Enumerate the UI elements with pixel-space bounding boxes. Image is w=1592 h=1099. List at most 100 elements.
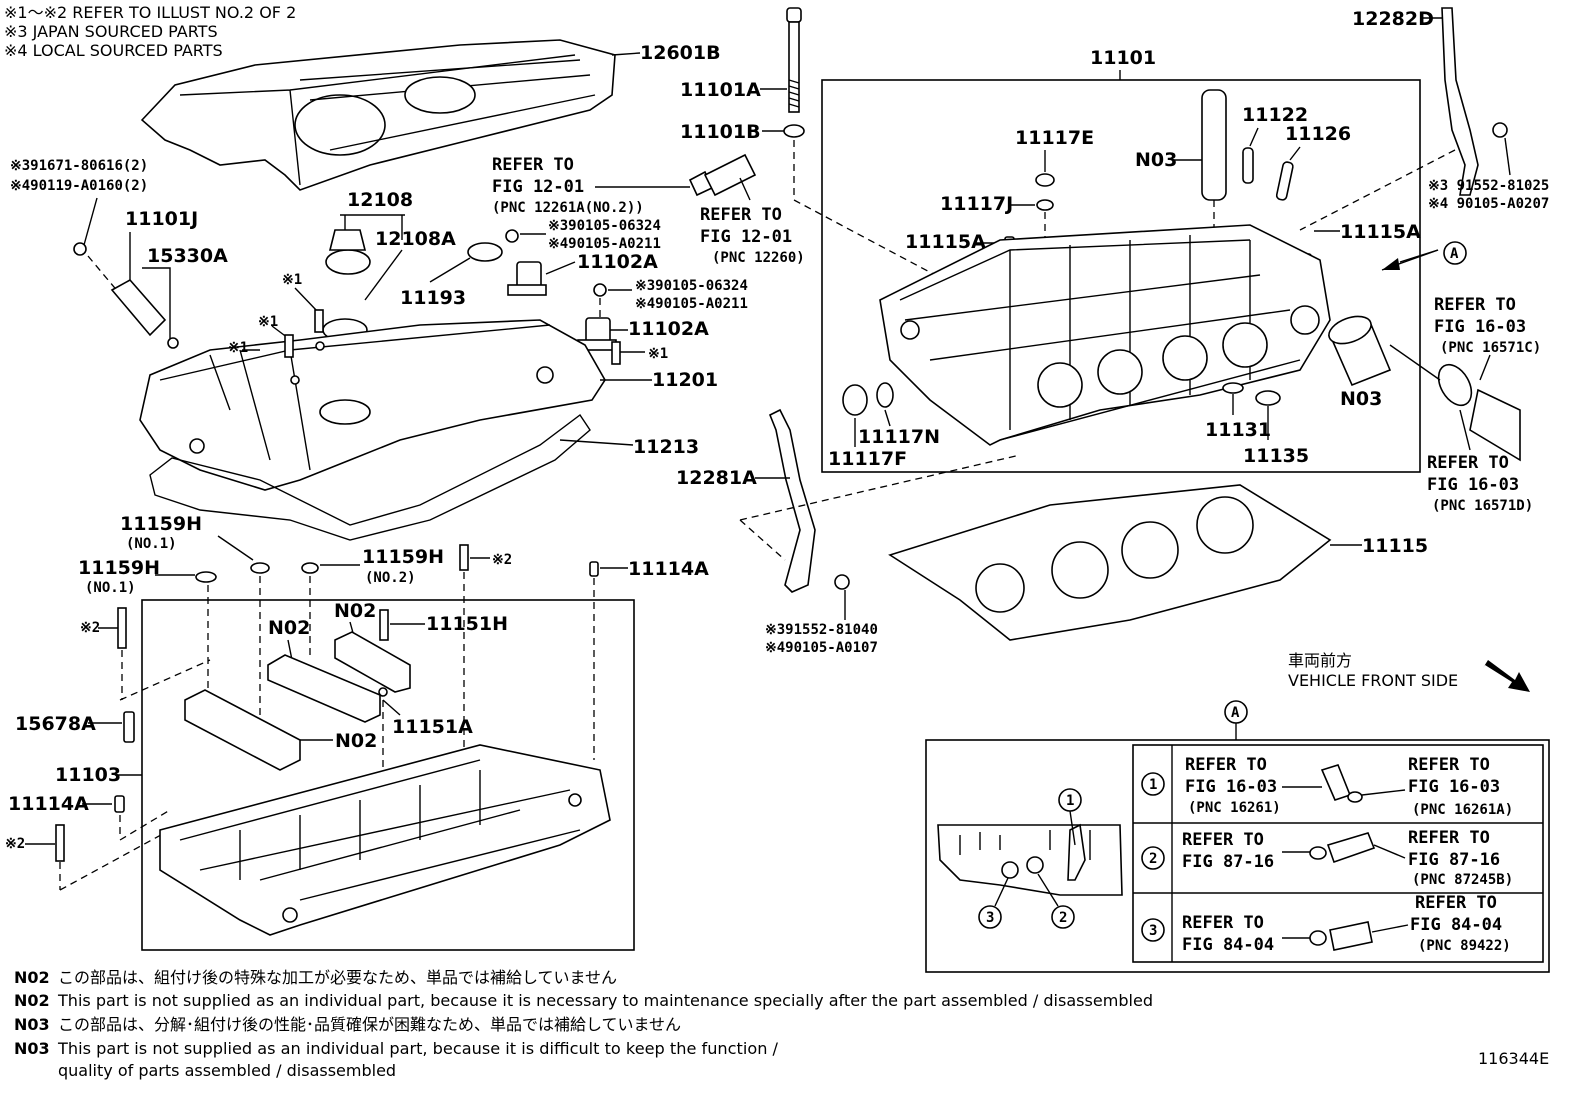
label-bolt-right-4: ※4 90105-A0207: [1428, 196, 1549, 212]
header-note-3: ※4 LOCAL SOURCED PARTS: [4, 41, 223, 60]
ref-1201b-line3: (PNC 12260): [712, 250, 805, 266]
label-12108: 12108: [347, 189, 413, 211]
detail-a-letter: A: [1231, 705, 1240, 721]
row-3-left-2: FIG 84-04: [1182, 935, 1274, 955]
hanger-bolt-front: [834, 574, 850, 590]
label-11115: 11115: [1362, 535, 1428, 557]
engine-hanger-front: [768, 408, 816, 593]
label-11117J: 11117J: [940, 193, 1013, 215]
label-12282D: 12282D: [1352, 8, 1434, 30]
detail-callout-3-text: 3: [986, 910, 994, 926]
ref-1201b-line2: FIG 12-01: [700, 227, 792, 247]
label-11101: 11101: [1090, 47, 1156, 69]
gasket-11131: [1222, 382, 1244, 394]
cam-bearing-1: [250, 562, 270, 574]
row-2-marker: [1141, 846, 1165, 870]
label-N03-right: N03: [1340, 388, 1382, 410]
row-1-right-2: FIG 16-03: [1408, 777, 1500, 797]
footnote-4-code: N03: [14, 1039, 50, 1058]
ref-1201a-line3: (PNC 12261A(NO.2)): [492, 200, 644, 216]
label-11131: 11131: [1205, 419, 1271, 441]
label-N02-c: N02: [335, 730, 377, 752]
label-12281A: 12281A: [676, 467, 757, 489]
footnote-5-text: quality of parts assembled / disassemble…: [58, 1061, 396, 1080]
cover-bolt-b: [284, 334, 294, 358]
label-12108A: 12108A: [375, 228, 456, 250]
label-15330A: 15330A: [147, 245, 228, 267]
row-1-right-1: REFER TO: [1408, 755, 1490, 775]
label-bolt-bottom-4: ※490105-A0107: [765, 640, 878, 656]
label-N03-top: N03: [1135, 149, 1177, 171]
hanger-bolt-right: [1492, 122, 1508, 138]
dowel-pin-2: [114, 795, 125, 813]
vehicle-front-arrow: [1483, 660, 1530, 692]
cylinder-head-gasket: [888, 484, 1332, 641]
label-11159H-2-sub: (NO.1): [85, 580, 136, 596]
dowel-pin-1: [589, 561, 599, 577]
cam-bearing-3: [301, 562, 319, 574]
vehicle-front-en: VEHICLE FRONT SIDE: [1288, 671, 1458, 690]
footnote-2-code: N02: [14, 991, 50, 1010]
cylinder-head-box: [821, 79, 1421, 473]
label-11117F: 11117F: [828, 448, 907, 470]
camshaft-housing: [159, 744, 611, 936]
mark2-c: ※2: [5, 836, 25, 852]
plug-15678A: [123, 711, 135, 743]
label-screw-b-3: ※390105-06324: [635, 278, 748, 294]
row-2-clip-icon: [1309, 846, 1327, 860]
row-3-right-3: (PNC 89422): [1418, 938, 1511, 954]
head-bolt: [783, 7, 805, 138]
ref-1603-bot-line2: FIG 16-03: [1427, 475, 1519, 495]
small-bolt-left: [73, 242, 87, 256]
label-11151A: 11151A: [392, 716, 473, 738]
plug-11135: [1255, 390, 1281, 406]
row-3-marker: [1141, 918, 1165, 942]
label-11135: 11135: [1243, 445, 1309, 467]
label-screw-a-3: ※390105-06324: [548, 218, 661, 234]
row-1-left-3: (PNC 16261): [1188, 800, 1281, 816]
callout-a-letter: A: [1450, 246, 1459, 262]
mark2-b: ※2: [80, 620, 100, 636]
mark2-a: ※2: [492, 552, 512, 568]
label-11151H: 11151H: [426, 613, 508, 635]
housing-bolt-lower: [55, 824, 65, 862]
label-11115A-l: 11115A: [905, 231, 986, 253]
label-11159H-1: 11159H: [120, 513, 202, 535]
plug-11117F: [842, 384, 868, 416]
detail-callout-1-text: 1: [1066, 793, 1074, 809]
bearing-cap-set-3: [334, 631, 411, 693]
camshaft-housing-bolt: [117, 607, 127, 649]
pcv-hose-clip: [688, 153, 757, 197]
footnote-3-text: この部品は、分解･組付け後の性能･品質確保が困難なため、単品では補給していません: [58, 1015, 681, 1034]
oil-filler-cap: [325, 229, 371, 275]
label-11115A-r: 11115A: [1340, 221, 1421, 243]
label-N02-a: N02: [268, 617, 310, 639]
ocv-valve: [110, 278, 179, 349]
label-11117N: 11117N: [858, 426, 940, 448]
cylinder-head: [879, 224, 1331, 446]
row-2-right-1: REFER TO: [1408, 828, 1490, 848]
mark1-c: ※1: [228, 340, 248, 356]
screw-a: [505, 229, 519, 243]
label-11159H-2: 11159H: [78, 557, 160, 579]
cam-bearing-2: [195, 571, 217, 583]
spark-plug-tube: [1201, 89, 1227, 201]
label-11101B: 11101B: [680, 121, 761, 143]
row-3-num: 3: [1149, 923, 1157, 939]
cam-position-sensor-2: [577, 317, 617, 351]
row-1-hose-icon: [1320, 764, 1352, 801]
label-12601B: 12601B: [640, 42, 721, 64]
header-note-2: ※3 JAPAN SOURCED PARTS: [4, 22, 218, 41]
ref-1603-top-line1: REFER TO: [1434, 295, 1516, 315]
bearing-cap-set-2: [267, 654, 381, 723]
valve-guide-11122: [1242, 147, 1254, 184]
label-11201: 11201: [652, 369, 718, 391]
gasket-11117N: [876, 382, 894, 408]
row-3-oring-icon: [1309, 930, 1327, 946]
label-11193: 11193: [400, 287, 466, 309]
detail-callout-2-text: 2: [1059, 910, 1067, 926]
label-11159H-1-sub: (NO.1): [126, 536, 177, 552]
row-1-left-1: REFER TO: [1185, 755, 1267, 775]
ref-1603-top-line2: FIG 16-03: [1434, 317, 1526, 337]
